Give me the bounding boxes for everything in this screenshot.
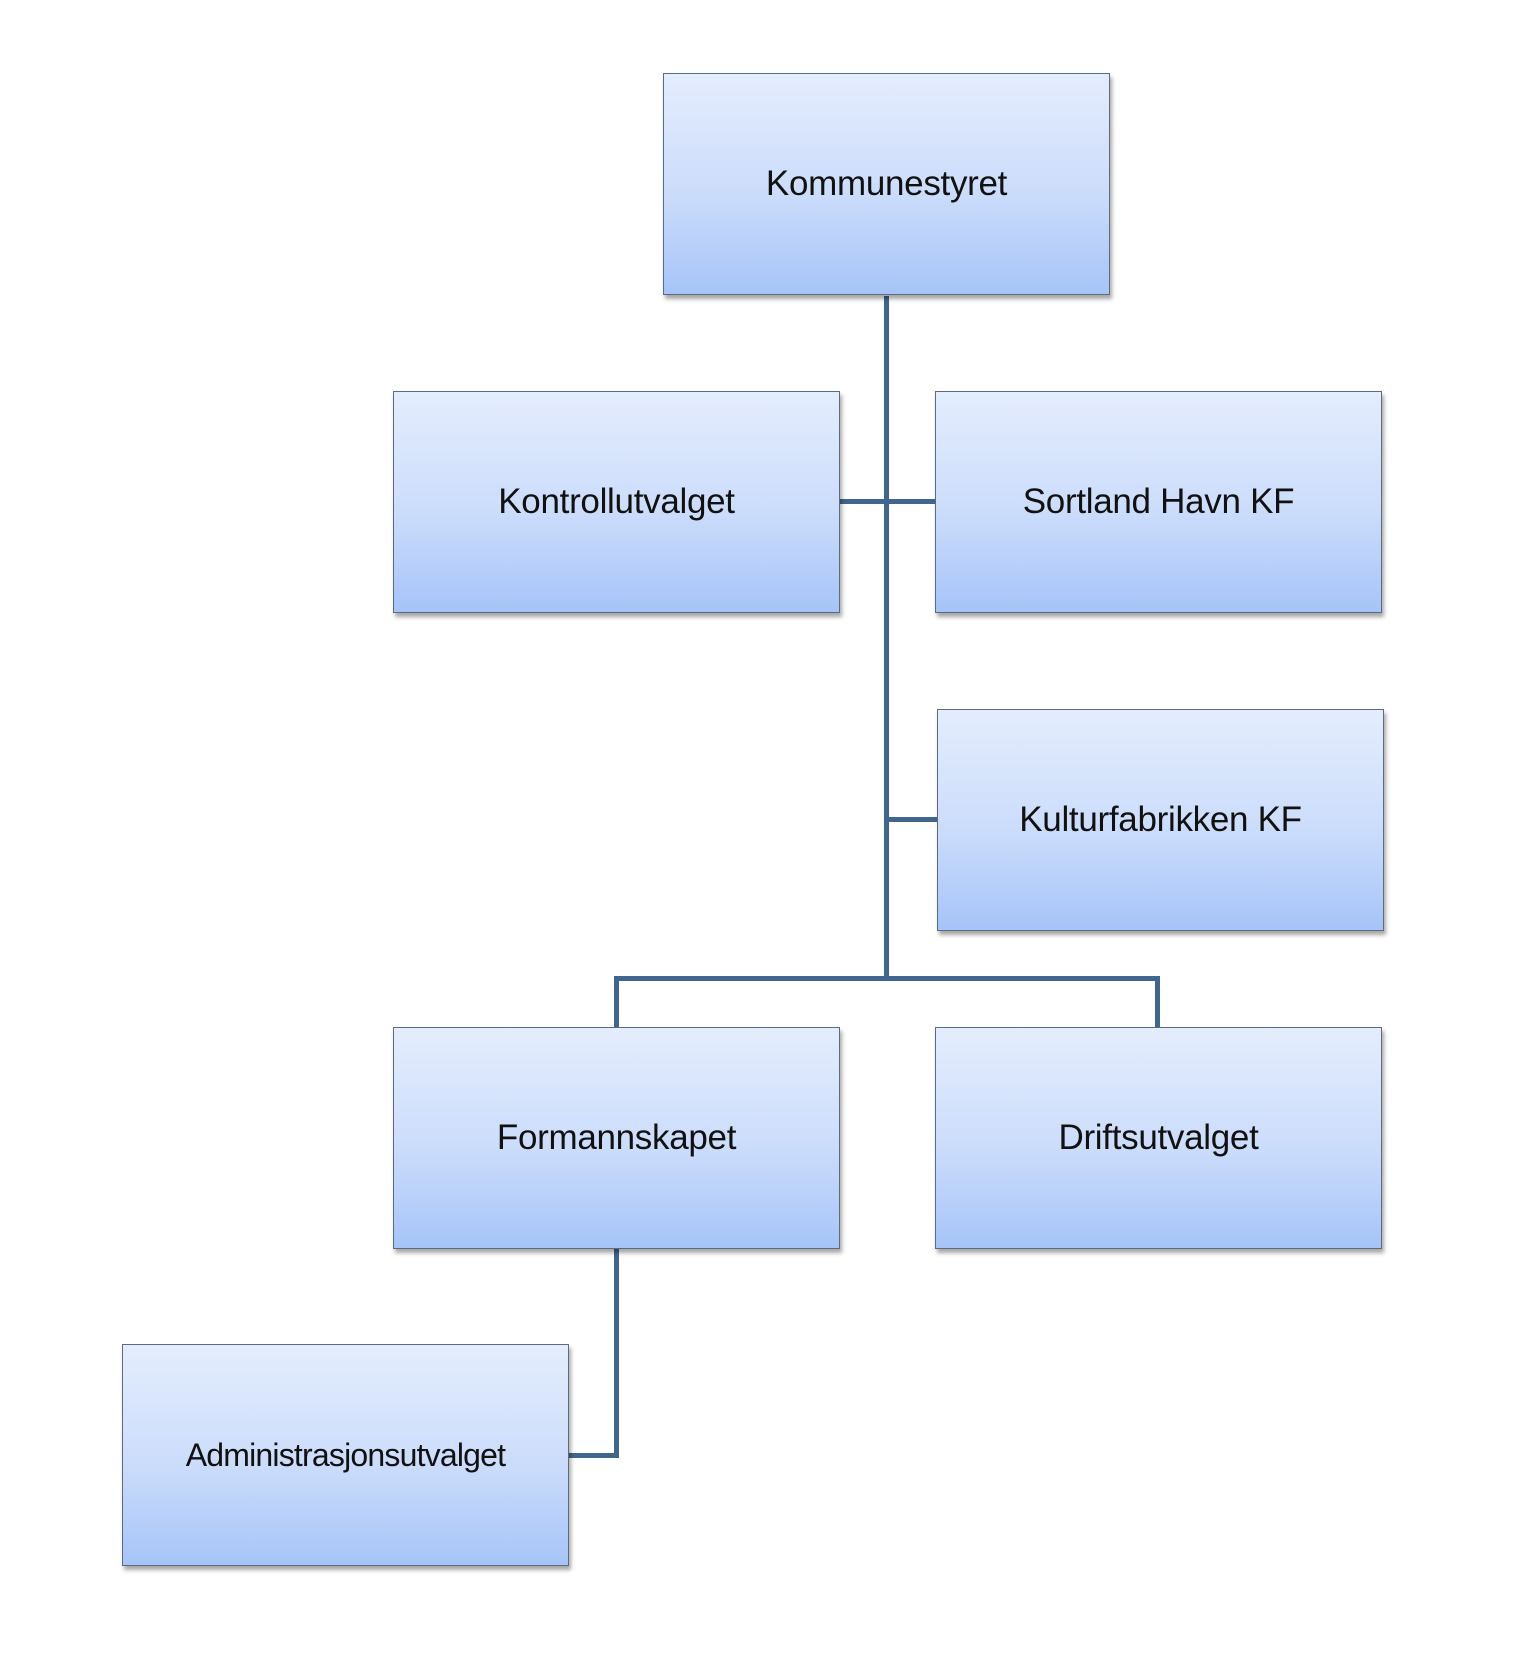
connector-formannskapet bbox=[614, 976, 619, 1028]
node-sortland-havn-kf: Sortland Havn KF bbox=[935, 391, 1382, 613]
node-label: Sortland Havn KF bbox=[1022, 482, 1295, 521]
node-kontrollutvalget: Kontrollutvalget bbox=[393, 391, 840, 613]
node-label: Driftsutvalget bbox=[1058, 1118, 1259, 1157]
node-kommunestyret: Kommunestyret bbox=[663, 73, 1110, 295]
connector-bottom-bar bbox=[614, 976, 1160, 981]
node-label: Kulturfabrikken KF bbox=[1019, 800, 1302, 839]
connector-kulturfabrikken bbox=[886, 817, 938, 822]
node-label: Administrasjonsutvalget bbox=[185, 1436, 506, 1473]
connector-trunk bbox=[884, 296, 889, 981]
connector-kontrollutvalget bbox=[840, 499, 887, 504]
connector-administrasjonsutvalget bbox=[568, 1453, 619, 1458]
node-driftsutvalget: Driftsutvalget bbox=[935, 1027, 1382, 1249]
node-label: Formannskapet bbox=[496, 1118, 737, 1157]
node-label: Kontrollutvalget bbox=[498, 482, 735, 521]
node-administrasjonsutvalget: Administrasjonsutvalget bbox=[122, 1344, 569, 1566]
connector-formannskapet-down bbox=[614, 1249, 619, 1458]
connector-driftsutvalget bbox=[1155, 976, 1160, 1028]
node-formannskapet: Formannskapet bbox=[393, 1027, 840, 1249]
node-kulturfabrikken-kf: Kulturfabrikken KF bbox=[937, 709, 1384, 931]
connector-sortland bbox=[886, 499, 936, 504]
node-label: Kommunestyret bbox=[765, 164, 1008, 203]
